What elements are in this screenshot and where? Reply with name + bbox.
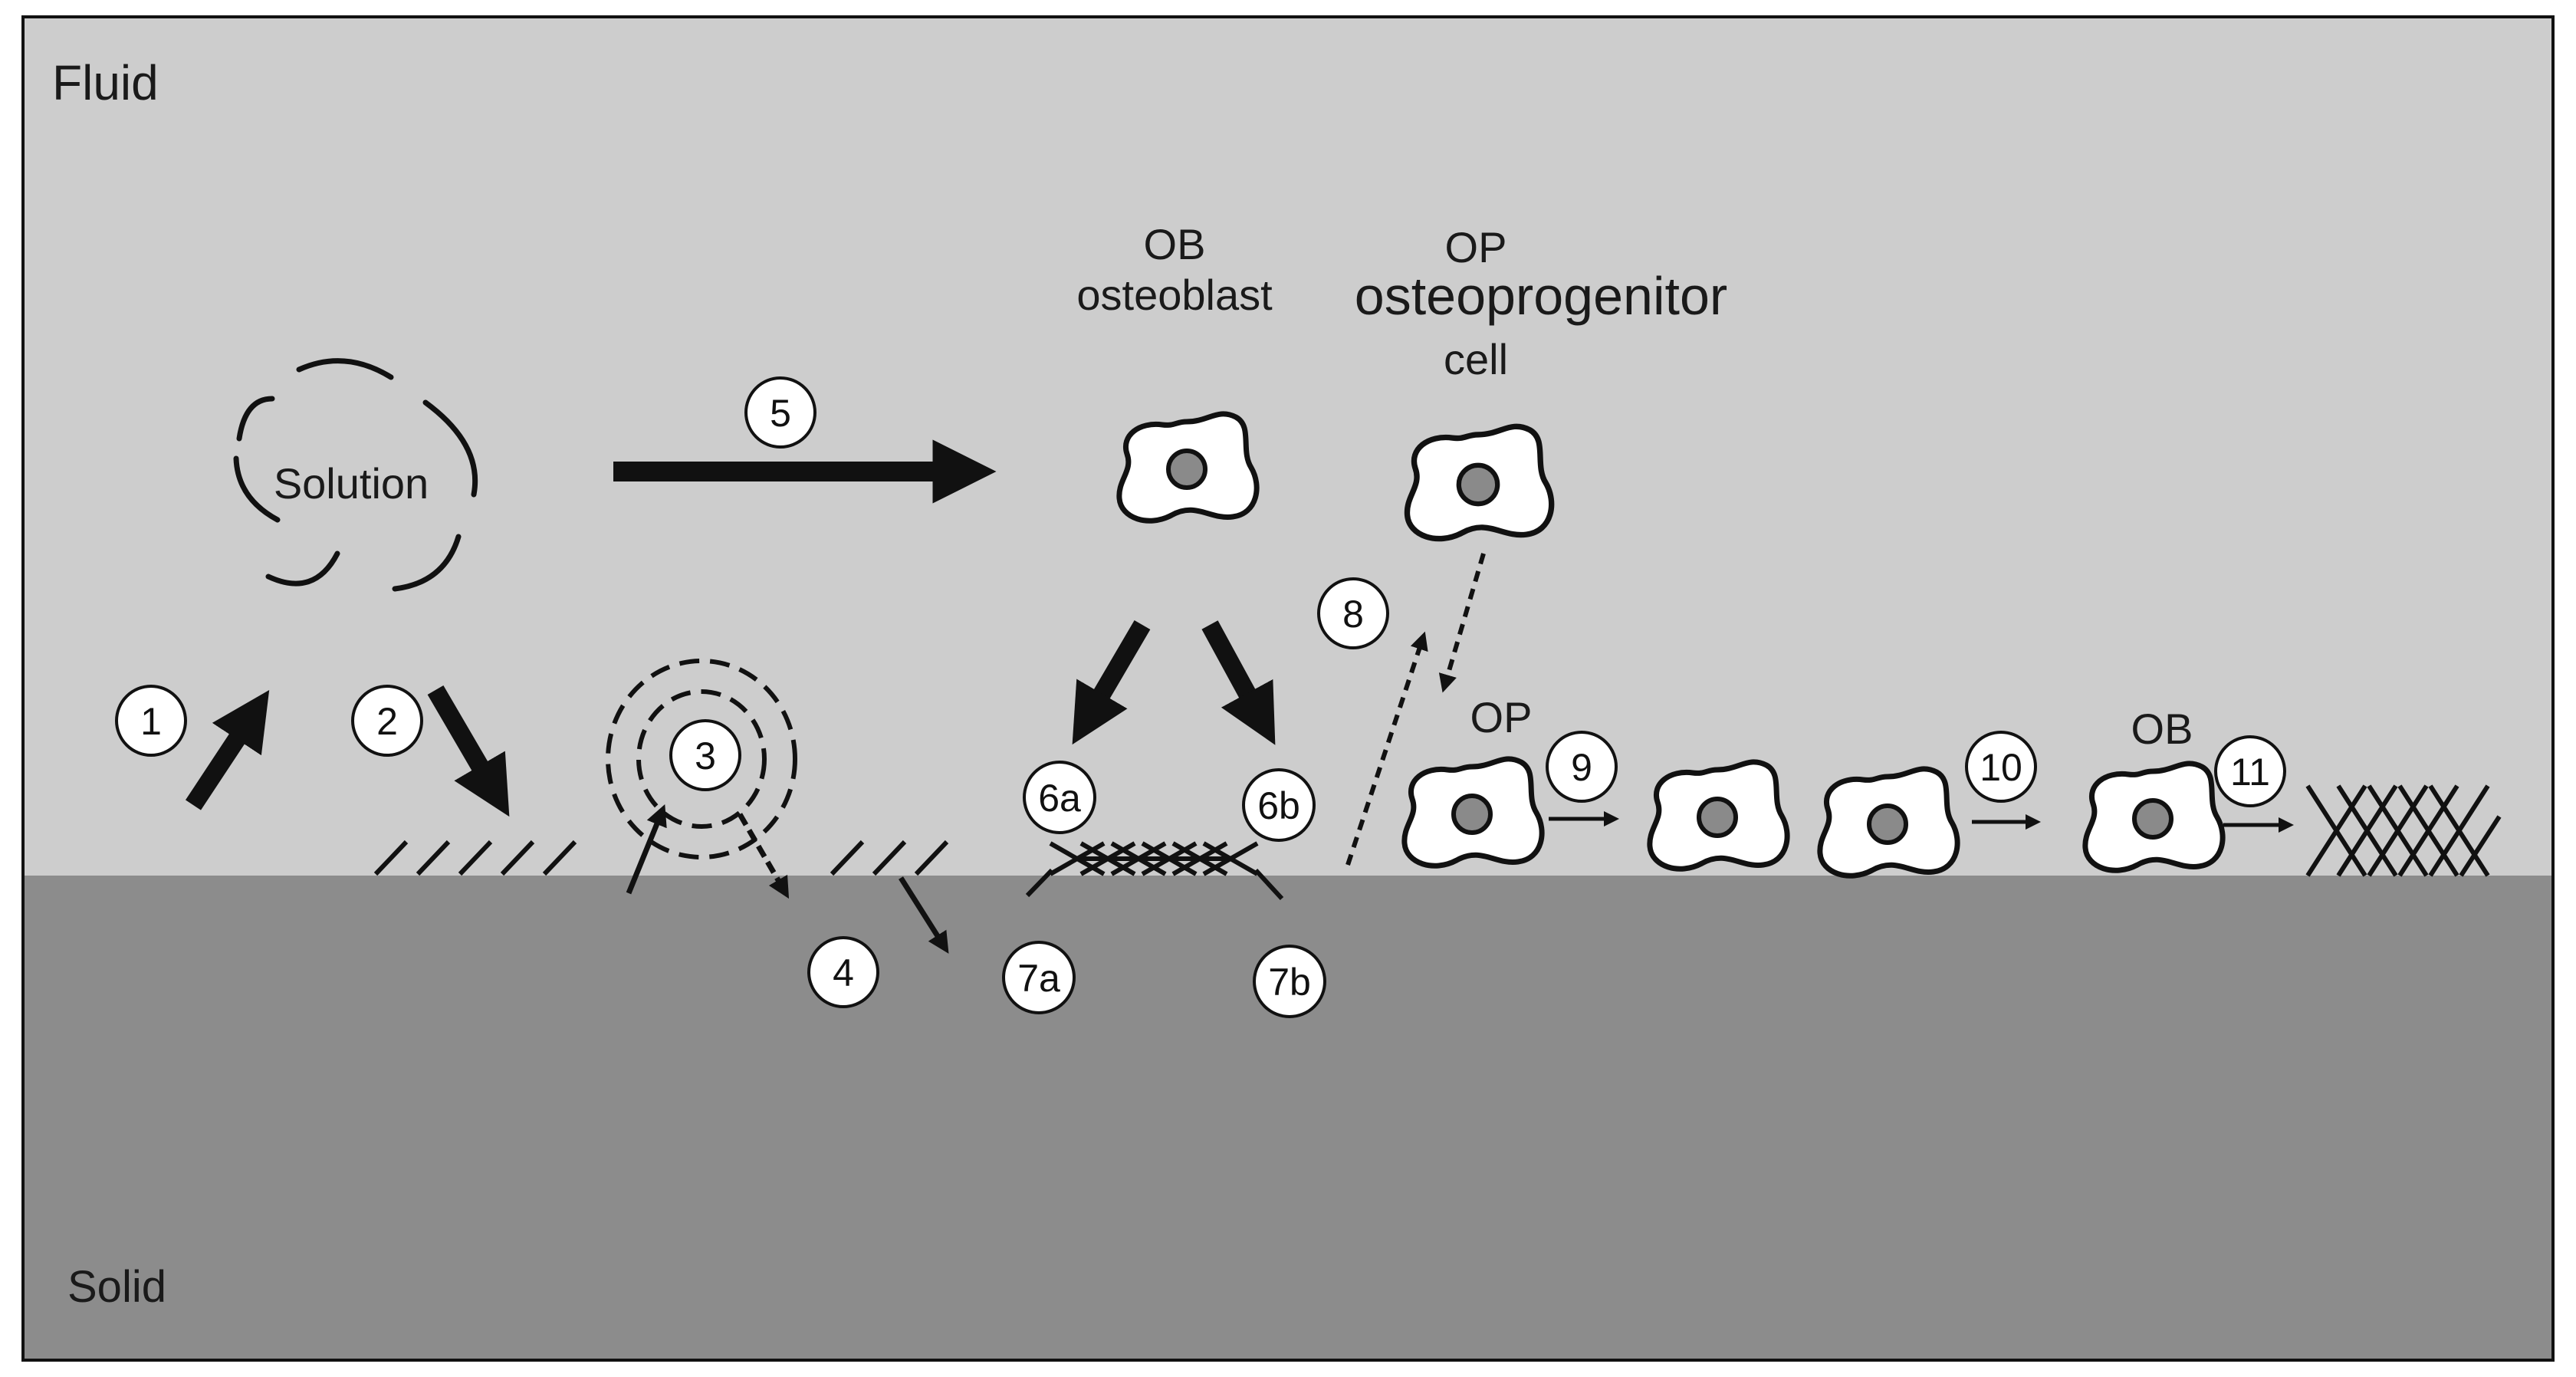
svg-text:8: 8 — [1342, 593, 1364, 636]
svg-text:7a: 7a — [1017, 957, 1060, 1000]
step-badge-2: 2 — [351, 685, 423, 757]
dividing-cell-2 — [1820, 769, 1957, 876]
step-badge-5: 5 — [744, 376, 816, 449]
diagram-frame — [21, 15, 2555, 1362]
osteoblast-cell-surface — [2085, 764, 2223, 870]
step-badge-7a: 7a — [1002, 941, 1076, 1014]
step-badge-3: 3 — [669, 719, 741, 791]
solid-label: Solid — [67, 1262, 166, 1312]
matrix-mesh-right — [2305, 784, 2502, 877]
arrow-2 — [427, 685, 510, 817]
arrow-3-up — [626, 804, 667, 895]
step-badge-10: 10 — [1965, 731, 2037, 803]
step-badge-11: 11 — [2214, 735, 2286, 807]
surface-hatch-2 — [830, 840, 949, 876]
step-badge-9: 9 — [1546, 731, 1618, 803]
op-cell-label: cell — [1444, 335, 1508, 383]
op-name-label: osteoprogenitor — [1355, 266, 1727, 326]
step-badge-8: 8 — [1317, 577, 1389, 649]
svg-text:5: 5 — [770, 392, 791, 435]
op-abbr-label: OP — [1445, 223, 1507, 271]
osteoblast-cell-top — [1119, 414, 1257, 521]
solution-label: Solution — [274, 459, 429, 508]
surface-op-label: OP — [1470, 693, 1533, 741]
fluid-label: Fluid — [52, 55, 159, 110]
solution-arc — [296, 358, 394, 380]
solution-cluster — [233, 358, 478, 592]
svg-text:9: 9 — [1571, 746, 1592, 789]
svg-text:6b: 6b — [1257, 784, 1300, 827]
svg-text:4: 4 — [833, 951, 854, 994]
svg-text:10: 10 — [1980, 746, 2022, 789]
arrow-3-down — [737, 813, 790, 899]
fluid-region — [23, 17, 2553, 876]
dissolution-rings — [606, 659, 797, 859]
dividing-cell-1 — [1650, 762, 1787, 869]
solution-arc — [265, 550, 340, 587]
matrix-mesh-center — [1025, 841, 1284, 901]
solution-arc — [422, 399, 478, 498]
svg-text:1: 1 — [140, 700, 162, 743]
arrow-4 — [899, 876, 949, 954]
solution-arc — [236, 396, 275, 442]
solution-arc — [392, 534, 462, 592]
surface-hatch-1 — [373, 840, 577, 876]
step-badge-4: 4 — [807, 936, 879, 1008]
ob-abbr-label: OB — [1144, 220, 1206, 268]
ob-name-label: osteoblast — [1076, 271, 1273, 319]
arrow-6b — [1201, 620, 1276, 745]
arrow-6a — [1072, 619, 1151, 745]
arrow-8-up — [1346, 631, 1428, 866]
svg-text:6a: 6a — [1038, 777, 1081, 820]
arrow-8-down — [1438, 553, 1486, 693]
step-badge-6a: 6a — [1023, 761, 1096, 834]
svg-text:3: 3 — [695, 735, 716, 777]
step-badge-7b: 7b — [1253, 945, 1326, 1018]
svg-text:7b: 7b — [1268, 961, 1311, 1004]
osteoprogenitor-cell-surface — [1405, 759, 1542, 866]
solution-arc — [233, 455, 281, 523]
surface-ob-label: OB — [2131, 705, 2193, 753]
arrow-1 — [185, 689, 270, 810]
step-badge-1: 1 — [115, 685, 187, 757]
svg-text:2: 2 — [376, 700, 398, 743]
osteoprogenitor-cell-top — [1407, 426, 1551, 538]
svg-text:11: 11 — [2230, 751, 2270, 794]
step-badge-6b: 6b — [1242, 768, 1316, 842]
